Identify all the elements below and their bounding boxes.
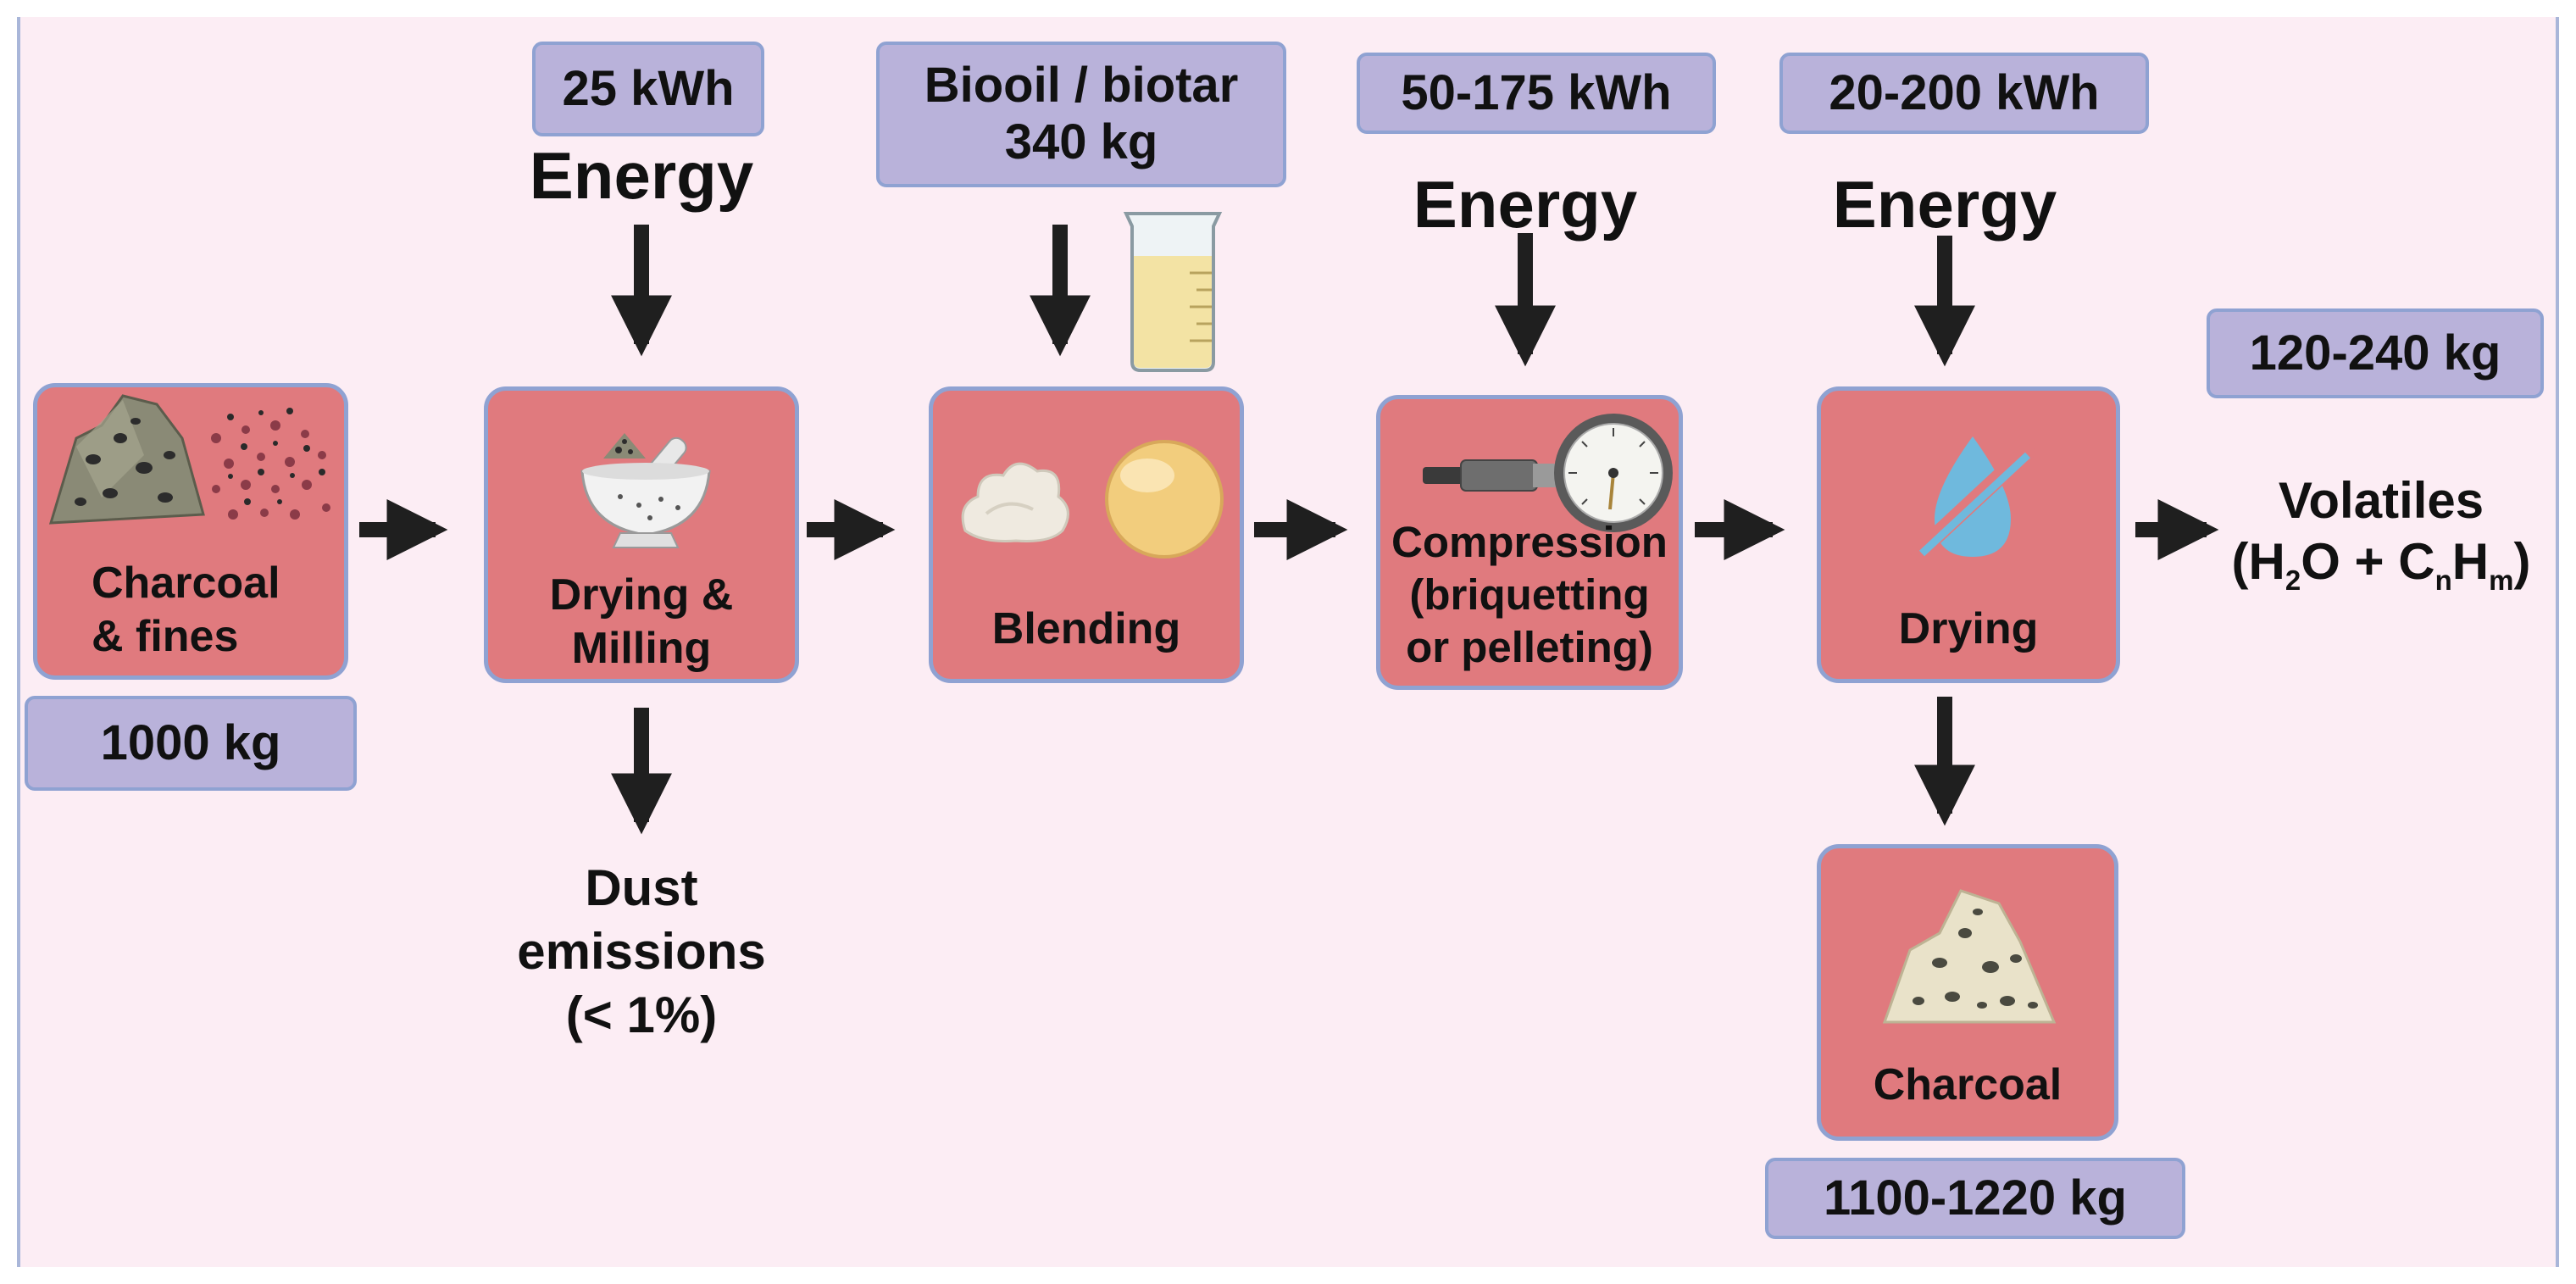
step-charcoal-product: Charcoal xyxy=(1817,844,2118,1141)
volatiles-title: Volatiles xyxy=(2278,472,2484,529)
tag-milling-energy: 25 kWh xyxy=(532,42,764,136)
label-charcoal-product: Charcoal xyxy=(1873,1060,2062,1109)
pressure-gauge-icon xyxy=(1423,414,1673,532)
oil-droplet-icon xyxy=(1105,440,1224,559)
step-drying: Drying xyxy=(1817,386,2120,683)
label-drying: Drying xyxy=(1898,604,2039,653)
flow-arrows xyxy=(359,225,2219,835)
tag-biooil-input: Biooil / biotar 340 kg xyxy=(876,42,1286,187)
process-flow-diagram: 1000 kg 25 kWh Biooil / biotar 340 kg 50… xyxy=(17,17,2559,1267)
label-blending: Blending xyxy=(991,604,1181,653)
step-compression: Compression (briquetting or pelleting) xyxy=(1376,395,1683,690)
tag-drying-energy: 20-200 kWh xyxy=(1779,53,2149,134)
charcoal-and-fines-icon xyxy=(48,394,330,525)
beaker-icon xyxy=(1123,212,1223,372)
energy-label-compression: Energy xyxy=(1413,167,1638,242)
tag-volatiles-mass: 120-240 kg xyxy=(2207,308,2544,398)
label-compression: Compression (briquetting or pelleting) xyxy=(1391,518,1668,672)
energy-label-milling: Energy xyxy=(529,138,754,213)
step-feedstock: Charcoal & fines xyxy=(33,383,348,680)
no-water-drop-icon xyxy=(1907,436,2038,564)
tag-product-mass: 1100-1220 kg xyxy=(1765,1158,2185,1239)
energy-label-drying: Energy xyxy=(1832,167,2057,242)
volatiles-formula: (H2O + CnHm) xyxy=(2231,533,2531,596)
right-border-line xyxy=(2556,17,2559,1267)
powder-icon xyxy=(961,462,1069,542)
label-feedstock: Charcoal & fines xyxy=(92,559,280,662)
step-drying-milling: Drying & Milling xyxy=(484,386,799,683)
volatiles-output: Volatiles (H2O + CnHm) xyxy=(2220,470,2542,598)
label-drying-milling: Drying & Milling xyxy=(549,570,734,674)
dust-emissions-output: Dust emissions (< 1%) xyxy=(517,859,766,1043)
charcoal-icon xyxy=(1882,889,2057,1024)
left-border-line xyxy=(17,17,20,1267)
step-blending: Blending xyxy=(929,386,1244,683)
blending-icons xyxy=(961,440,1224,559)
tag-charcoal-mass: 1000 kg xyxy=(25,696,357,791)
mortar-and-pestle-icon xyxy=(580,433,711,548)
tag-compression-energy: 50-175 kWh xyxy=(1357,53,1716,134)
